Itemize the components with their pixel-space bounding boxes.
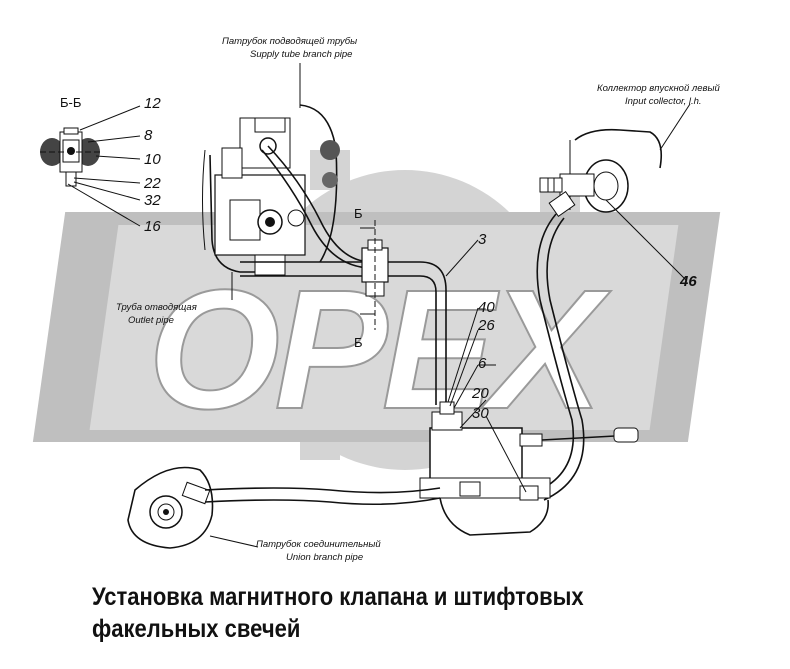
supply-pipe bbox=[261, 145, 373, 269]
label-supply-en: Supply tube branch pipe bbox=[250, 49, 352, 60]
label-collector-ru: Коллектор впускной левый bbox=[597, 83, 720, 94]
label-union-en: Union branch pipe bbox=[286, 552, 363, 563]
callout-12: 12 bbox=[144, 95, 161, 112]
union-branch bbox=[127, 466, 441, 549]
section-mark-top: Б bbox=[354, 206, 363, 221]
callout-40: 40 bbox=[478, 299, 495, 316]
flexible-hose bbox=[536, 213, 585, 501]
callout-leaders bbox=[209, 63, 691, 548]
callout-30: 30 bbox=[472, 405, 489, 422]
label-union-ru: Патрубок соединительный bbox=[256, 539, 381, 550]
section-leaders bbox=[67, 105, 141, 227]
label-outlet-en: Outlet pipe bbox=[128, 315, 174, 326]
figure-caption: Установка магнитного клапана и штифтовых… bbox=[92, 581, 690, 645]
callout-22: 22 bbox=[143, 175, 161, 192]
tee-fitting bbox=[360, 220, 389, 330]
section-view: Б-Б 12 8 10 22 32 16 bbox=[40, 95, 161, 235]
caption-line-2: факельных свечей bbox=[92, 615, 301, 643]
section-fitting bbox=[40, 127, 100, 187]
callout-46: 46 bbox=[679, 273, 697, 290]
section-label: Б-Б bbox=[60, 95, 81, 110]
callout-8: 8 bbox=[144, 127, 153, 144]
engine-housing bbox=[202, 104, 340, 276]
callout-3: 3 bbox=[478, 231, 487, 248]
input-collector bbox=[539, 128, 663, 217]
outlet-pipe bbox=[240, 261, 447, 405]
callout-20: 20 bbox=[471, 385, 489, 402]
callout-6: 6 bbox=[478, 355, 487, 372]
label-collector-en: Input collector, l.h. bbox=[625, 96, 702, 107]
label-outlet-ru: Труба отводящая bbox=[116, 302, 197, 313]
label-supply-ru: Патрубок подводящей трубы bbox=[222, 36, 357, 47]
callout-10: 10 bbox=[144, 151, 161, 168]
watermark-band-light bbox=[89, 225, 679, 430]
callout-16: 16 bbox=[144, 218, 161, 235]
section-mark-bottom: Б bbox=[354, 335, 363, 350]
callout-32: 32 bbox=[144, 192, 161, 209]
callout-26: 26 bbox=[477, 317, 495, 334]
caption-line-1: Установка магнитного клапана и штифтовых bbox=[92, 583, 584, 611]
